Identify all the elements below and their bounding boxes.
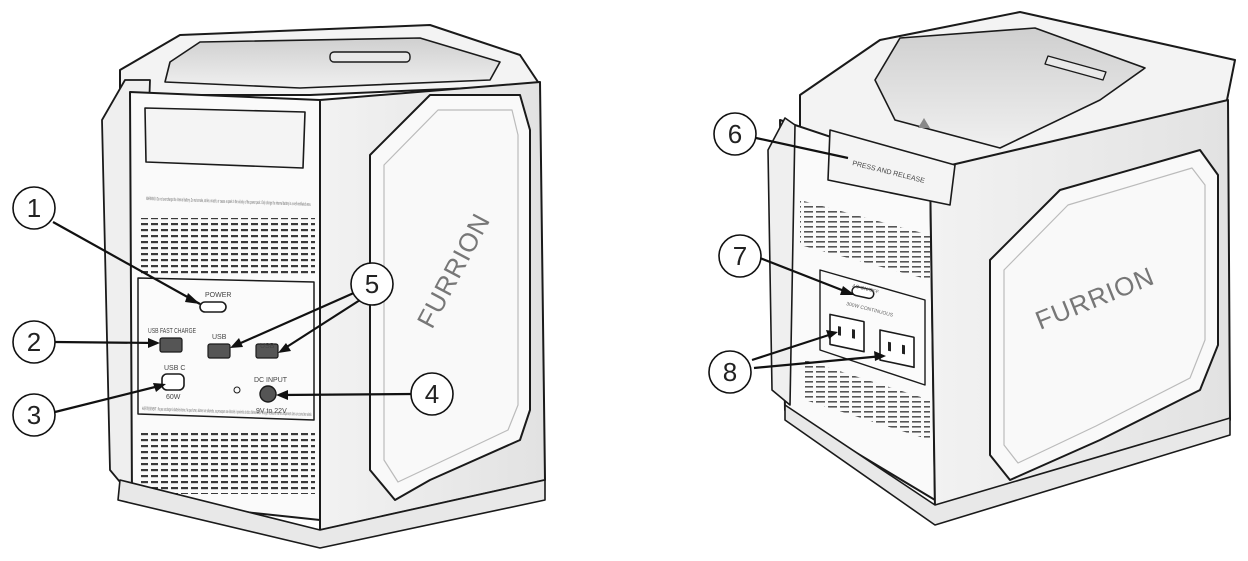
leader-4	[279, 392, 413, 397]
unit-left-side-panel	[369, 94, 531, 501]
unit-left-usb-fast-port	[159, 337, 183, 353]
unit-left-usb-fast-charge-label: USB FAST CHARGE	[148, 328, 196, 335]
leader-5a	[233, 290, 357, 348]
unit-right-left-edge	[767, 117, 796, 406]
leader-8a-head	[826, 330, 838, 339]
callout-8: 8	[708, 350, 752, 394]
unit-left-usb-c-watt: 60W	[166, 394, 181, 401]
leader-8b-head	[874, 351, 886, 361]
unit-left-lid-panel	[144, 107, 306, 169]
unit-right-side-panel-inner	[1003, 167, 1206, 464]
unit-left-base	[117, 479, 546, 549]
callout-2: 2	[12, 320, 56, 364]
unit-right-arrow-mark	[918, 118, 930, 128]
unit-left-side-panel-inner	[383, 109, 519, 483]
unit-left-usb-port-1	[207, 343, 231, 359]
unit-left-upper-vents	[140, 218, 315, 276]
leader-8b	[753, 354, 884, 370]
unit-left-dc-input-port	[259, 385, 277, 403]
callout-leaders	[52, 136, 886, 414]
unit-left-power-button	[199, 301, 227, 313]
callout-6-number: 6	[728, 119, 742, 149]
leader-4-head	[276, 390, 288, 400]
leader-2	[54, 340, 158, 345]
unit-right-handle	[1044, 55, 1107, 81]
unit-left-top-opening	[164, 37, 501, 89]
callout-6: 6	[713, 112, 757, 156]
leader-1-head	[185, 293, 200, 304]
leader-5a-head	[230, 338, 243, 348]
leader-7-head	[840, 286, 855, 295]
leader-3-head	[153, 383, 166, 392]
unit-right-lid-panel	[827, 129, 956, 206]
callouts: 1 2 3 4 5 6 7 8	[12, 112, 762, 437]
unit-left-usb-c-label: USB C	[164, 365, 185, 372]
unit-left-warning-text: WARNING: Do not overcharge the internal …	[146, 196, 311, 208]
callout-7: 7	[718, 234, 762, 278]
leader-8a	[751, 331, 836, 362]
unit-left-usb-port-2	[255, 343, 279, 359]
unit-right-top-opening	[874, 27, 1146, 149]
callout-1-number: 1	[27, 193, 41, 223]
unit-left-avertissement-text: AVERTISSEMENT : Ne pas surcharger la bat…	[142, 406, 312, 418]
leader-6	[755, 136, 849, 160]
leader-5b-head	[278, 343, 291, 353]
callout-5: 5	[350, 262, 394, 306]
callout-1: 1	[12, 186, 56, 230]
unit-right-outlet-2	[879, 329, 915, 369]
unit-left-dc-input-label: DC INPUT	[254, 377, 288, 384]
callout-5-number: 5	[365, 269, 379, 299]
unit-left-handle	[329, 51, 411, 63]
unit-right-upper-vents	[800, 200, 930, 280]
unit-right-ac-switch	[851, 285, 875, 300]
callout-4: 4	[410, 372, 454, 416]
unit-left-usb-label-1: USB	[212, 334, 227, 341]
unit-right-side-panel	[989, 149, 1219, 481]
unit-left-dc-input-range: 9V to 22V	[256, 408, 287, 415]
unit-left	[101, 24, 546, 549]
callout-3-number: 3	[27, 400, 41, 430]
unit-right-outlet-1	[829, 313, 865, 353]
leader-1	[52, 221, 201, 305]
unit-left-usb-label-2: USB	[260, 343, 275, 350]
unit-left-usb-c-port	[161, 373, 185, 391]
callout-7-number: 7	[733, 241, 747, 271]
callout-2-number: 2	[27, 327, 41, 357]
leader-5b	[281, 299, 361, 351]
unit-left-dc-symbol	[233, 386, 241, 394]
unit-right-lower-vents	[805, 360, 930, 440]
leader-7	[759, 256, 853, 296]
leader-2-head	[148, 338, 160, 348]
unit-right-base	[784, 404, 1231, 526]
callout-4-number: 4	[425, 379, 439, 409]
leader-3	[54, 383, 164, 414]
unit-left-lower-vents	[140, 432, 315, 494]
unit-left-power-label: POWER	[205, 292, 231, 299]
callout-8-number: 8	[723, 357, 737, 387]
callout-3: 3	[12, 393, 56, 437]
unit-right	[767, 11, 1236, 526]
